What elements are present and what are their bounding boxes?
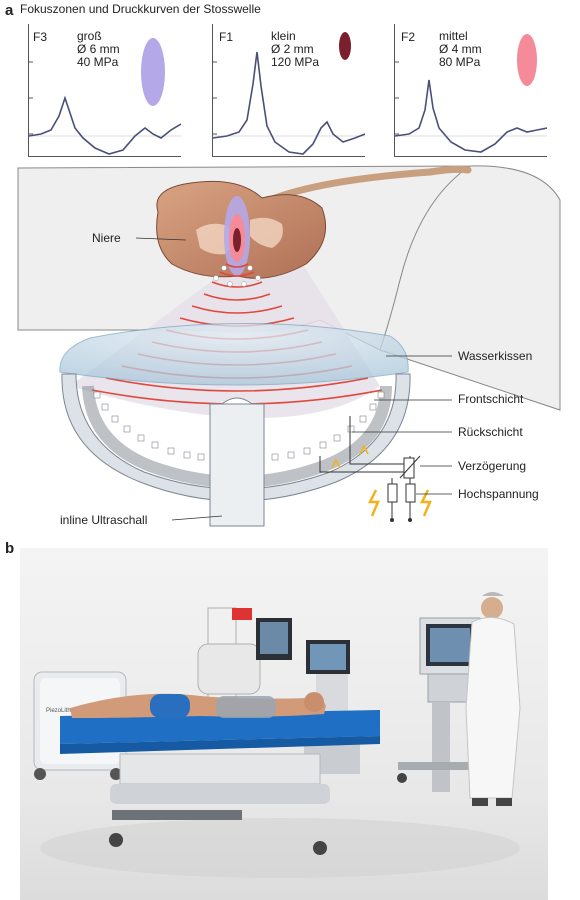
gas-bubbles: [213, 265, 261, 287]
focus-zone-ellipse-f2: [517, 34, 537, 86]
lithotripter-diagram: [17, 165, 561, 527]
focus-zone-specs: groß Ø 6 mm 40 MPa: [77, 30, 120, 69]
pressure-curve-f3: [29, 38, 181, 155]
focus-zone-ellipse-f1: [339, 32, 351, 60]
focus-f1-in-kidney: [233, 228, 241, 252]
treatment-room-photo: PiezoLith 3000: [20, 548, 548, 900]
label-leader-lines: [135, 237, 452, 521]
focus-zone-id: F2: [401, 30, 416, 44]
panel-b-letter: b: [5, 540, 15, 557]
focus-zone-id: F1: [219, 30, 234, 44]
inline-ultrasound-probe: [209, 403, 265, 527]
treatment-table: [60, 710, 380, 855]
panel-a-title: Fokuszonen und Druckkurven der Stosswell…: [20, 2, 261, 16]
lightning-icon: [367, 489, 380, 517]
patient-photo: [70, 692, 326, 718]
piezo-elements: [93, 391, 385, 461]
high-voltage-source-icon: [387, 483, 398, 503]
doctor-photo: [465, 592, 521, 806]
lithotripter-arm: [197, 607, 292, 699]
focus-zone-size: klein: [271, 29, 296, 43]
focus-zone-plot-f1: F1 klein Ø 2 mm 120 MPa: [212, 24, 365, 157]
pressure-curve-f1: [213, 32, 365, 155]
focus-zone-pressure: 40 MPa: [77, 55, 119, 69]
water-cushion: [59, 323, 409, 386]
label-kidney: Niere: [92, 231, 121, 245]
label-back-layer: Rückschicht: [458, 425, 523, 439]
focus-zone-size: mittel: [439, 29, 468, 43]
label-delay: Verzögerung: [458, 459, 527, 473]
lightning-icon: [419, 489, 432, 517]
transducer-housing: [61, 373, 411, 502]
high-voltage-source-icon: [405, 483, 416, 503]
focus-zone-diameter: Ø 6 mm: [77, 42, 120, 56]
label-front-layer: Frontschicht: [458, 392, 524, 406]
pulse-icon: [359, 444, 369, 455]
label-high-voltage: Hochspannung: [458, 487, 539, 501]
ultrasound-cart: [397, 617, 483, 792]
pressure-curve-f2: [395, 34, 547, 153]
focus-zone-diameter: Ø 2 mm: [271, 42, 314, 56]
focus-zone-plot-f2: F2 mittel Ø 4 mm 80 MPa: [394, 24, 547, 157]
focus-zone-size: groß: [77, 29, 102, 43]
focus-zone-id: F3: [33, 30, 48, 44]
label-water-cushion: Wasserkissen: [458, 349, 533, 363]
panel-a-letter: a: [5, 2, 14, 19]
focus-zone-ellipse-f3: [141, 38, 165, 106]
device-brand-label: PiezoLith 3000: [46, 708, 86, 714]
focus-zone-specs: klein Ø 2 mm 120 MPa: [271, 30, 319, 69]
focus-zone-pressure: 120 MPa: [271, 55, 320, 69]
label-inline-ultrasound: inline Ultraschall: [60, 513, 148, 527]
pulse-icon: [331, 458, 341, 469]
focus-zone-plot-f3: F3 groß Ø 6 mm 40 MPa: [28, 24, 181, 157]
ureter: [266, 165, 472, 204]
focus-zone-diameter: Ø 4 mm: [439, 42, 482, 56]
focus-zone-pressure: 80 MPa: [439, 55, 481, 69]
focus-zone-specs: mittel Ø 4 mm 80 MPa: [439, 30, 482, 69]
